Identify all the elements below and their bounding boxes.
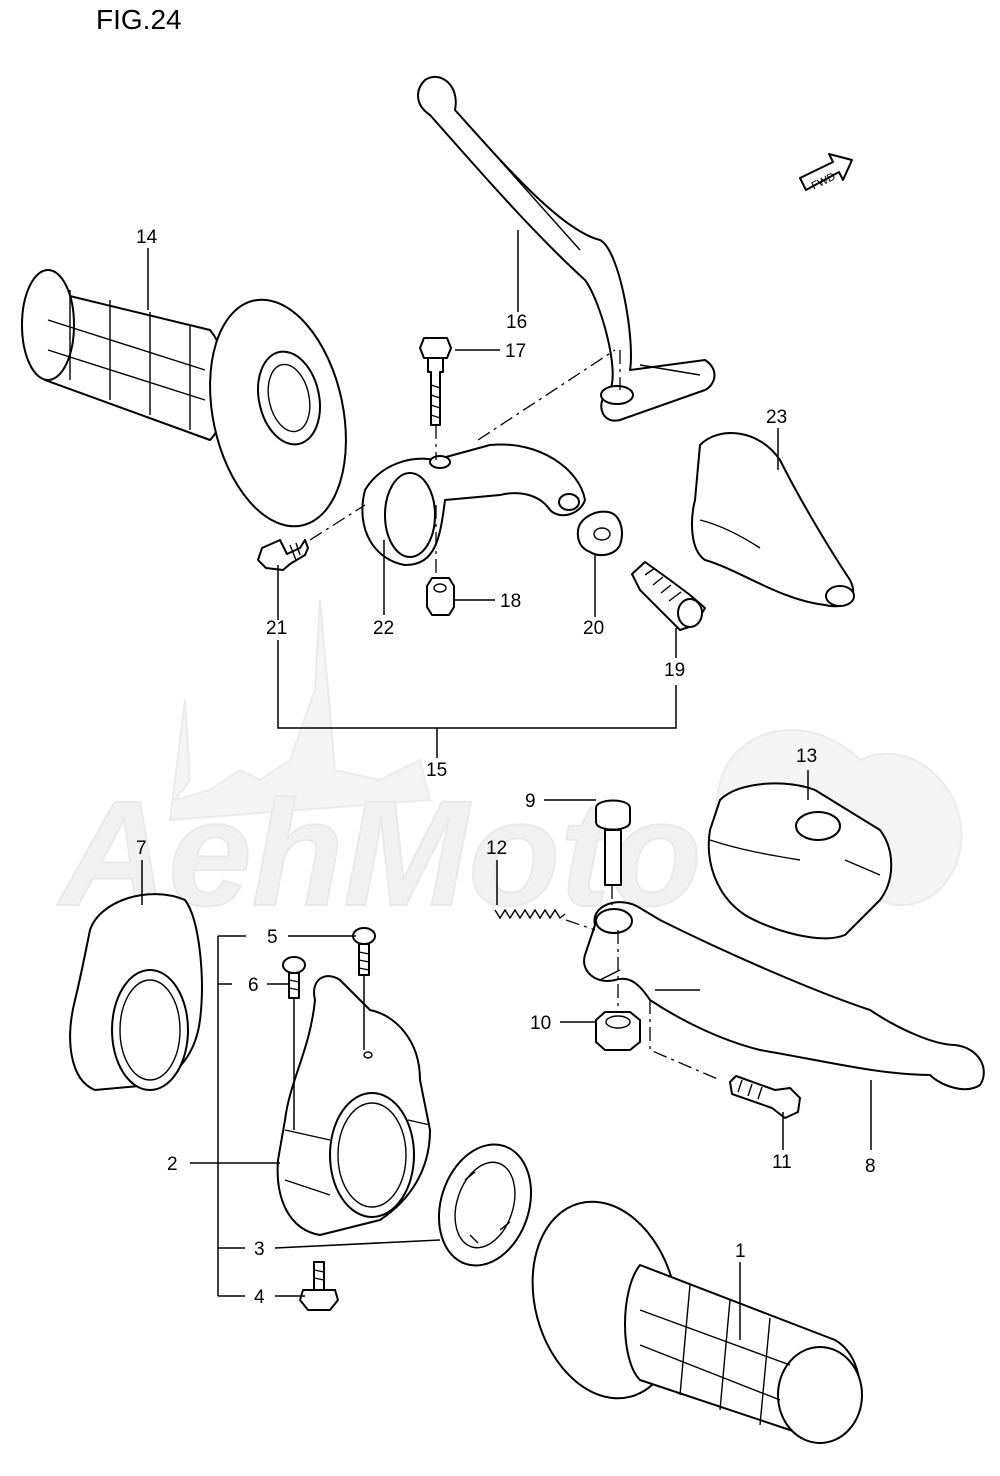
adjuster-locknut <box>576 510 623 557</box>
cable-adjuster <box>631 561 706 631</box>
callout-15: 15 <box>426 760 447 781</box>
fwd-arrow-icon: FWD <box>799 153 853 192</box>
lever-screw <box>729 1075 801 1119</box>
callout-4: 4 <box>254 1287 265 1308</box>
brake-lever <box>583 901 985 1091</box>
callout-17: 17 <box>505 341 526 362</box>
lever-nut <box>595 1011 641 1051</box>
callout-7: 7 <box>136 838 147 859</box>
callout-1: 1 <box>735 1241 746 1262</box>
lever-bracket <box>361 443 586 566</box>
return-spring <box>494 908 566 920</box>
callout-9: 9 <box>525 791 536 812</box>
callout-16: 16 <box>506 312 527 333</box>
callout-20: 20 <box>583 618 604 639</box>
pivot-bolt <box>419 337 452 426</box>
callout-23: 23 <box>766 407 787 428</box>
callout-22: 22 <box>373 618 394 639</box>
pivot-nut <box>426 577 455 616</box>
callout-14: 14 <box>136 227 158 248</box>
callout-3: 3 <box>254 1239 265 1260</box>
switch-cover <box>69 893 203 1091</box>
switch-screw-5 <box>352 927 376 976</box>
left-grip <box>21 269 347 528</box>
lever-pivot-bolt <box>595 799 631 886</box>
clutch-lever <box>417 75 716 422</box>
callout-13: 13 <box>796 746 817 767</box>
callout-21: 21 <box>266 618 287 639</box>
right-grip <box>531 1200 863 1444</box>
clamp-ring <box>437 1143 533 1267</box>
callout-8: 8 <box>865 1156 876 1177</box>
lever-cover <box>707 782 893 940</box>
leader-lines <box>141 230 872 1340</box>
callout-2: 2 <box>167 1154 178 1175</box>
adjuster-screw <box>257 539 309 571</box>
callout-10: 10 <box>530 1013 551 1034</box>
switch-screw-4 <box>299 1261 339 1311</box>
switch-housing <box>276 975 431 1236</box>
figure-title: FIG.24 <box>96 4 182 35</box>
callout-19: 19 <box>664 660 685 681</box>
callout-5: 5 <box>267 927 278 948</box>
callout-11: 11 <box>772 1152 792 1173</box>
callout-12: 12 <box>486 838 507 859</box>
callout-18: 18 <box>500 591 521 612</box>
callout-6: 6 <box>248 975 259 996</box>
switch-screw-6 <box>282 956 306 999</box>
lever-boot <box>691 432 855 608</box>
callout-labels: 14 16 17 23 18 21 22 20 19 15 13 9 12 7 … <box>136 227 876 1308</box>
